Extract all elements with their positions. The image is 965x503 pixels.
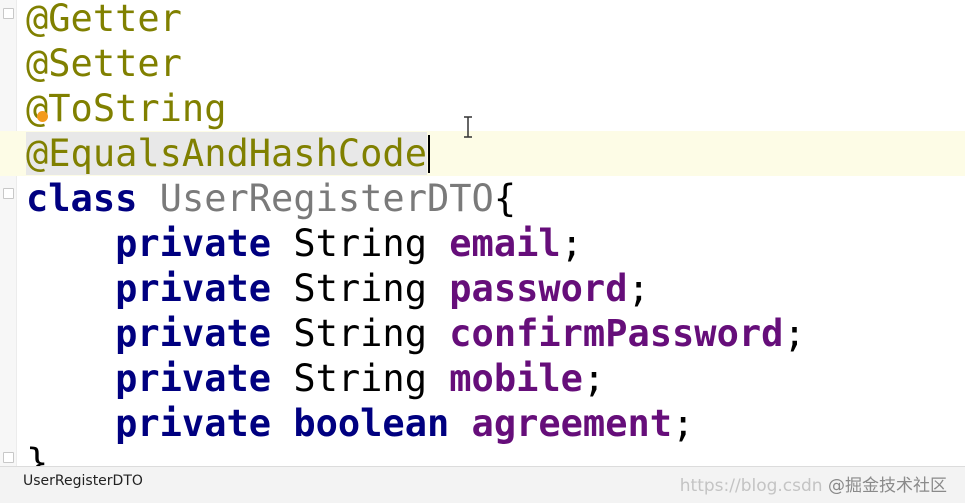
text-caret bbox=[427, 135, 430, 173]
modifier-keyword: private bbox=[115, 267, 272, 310]
field-declaration[interactable]: private String confirmPassword; bbox=[0, 311, 965, 356]
watermark-url: https://blog.csdn bbox=[679, 476, 823, 496]
field-type: String bbox=[293, 222, 427, 265]
annotation-equals-and-hashcode: @EqualsAndHashCode bbox=[26, 132, 427, 175]
fold-marker-icon[interactable] bbox=[3, 452, 14, 463]
class-keyword: class bbox=[26, 177, 138, 220]
field-type: boolean bbox=[293, 402, 450, 445]
fold-marker-icon[interactable] bbox=[3, 8, 14, 19]
modifier-keyword: private bbox=[115, 357, 272, 400]
code-line[interactable]: @Setter bbox=[0, 41, 965, 86]
field-declaration[interactable]: private String password; bbox=[0, 266, 965, 311]
field-name: confirmPassword bbox=[449, 312, 784, 355]
watermark-brand: @掘金技术社区 bbox=[828, 476, 947, 496]
field-name: password bbox=[449, 267, 628, 310]
editor-gutter bbox=[0, 0, 17, 466]
field-declaration[interactable]: private String mobile; bbox=[0, 356, 965, 401]
watermark: https://blog.csdn @掘金技术社区 bbox=[680, 471, 947, 496]
field-name: mobile bbox=[449, 357, 583, 400]
code-line[interactable]: @ToString bbox=[0, 86, 965, 131]
field-type: String bbox=[293, 357, 427, 400]
annotation-setter: @Setter bbox=[26, 42, 182, 85]
modifier-keyword: private bbox=[115, 402, 272, 445]
code-line[interactable]: @Getter bbox=[0, 0, 965, 41]
fold-marker-icon[interactable] bbox=[3, 188, 14, 199]
semicolon: ; bbox=[560, 222, 583, 265]
field-type: String bbox=[293, 312, 427, 355]
modifier-keyword: private bbox=[115, 222, 272, 265]
code-line[interactable]: } bbox=[0, 440, 965, 466]
field-name: email bbox=[449, 222, 561, 265]
annotation-getter: @Getter bbox=[26, 0, 182, 40]
intention-bulb-icon[interactable] bbox=[37, 111, 48, 122]
open-brace: { bbox=[493, 177, 517, 220]
code-editor[interactable]: @Getter @Setter @ToString @EqualsAndHash… bbox=[0, 0, 965, 466]
field-name: agreement bbox=[471, 402, 673, 445]
breadcrumb[interactable]: UserRegisterDTO bbox=[23, 473, 143, 489]
field-declaration[interactable]: private String email; bbox=[0, 221, 965, 266]
field-type: String bbox=[293, 267, 427, 310]
semicolon: ; bbox=[672, 402, 695, 445]
semicolon: ; bbox=[627, 267, 650, 310]
class-name: UserRegisterDTO bbox=[159, 177, 494, 220]
annotation-tostring: @ToString bbox=[26, 87, 227, 130]
semicolon: ; bbox=[582, 357, 606, 400]
semicolon: ; bbox=[783, 312, 806, 355]
status-bar: UserRegisterDTO https://blog.csdn @掘金技术社… bbox=[0, 466, 965, 503]
code-line[interactable]: class UserRegisterDTO{ bbox=[0, 176, 965, 221]
modifier-keyword: private bbox=[115, 312, 272, 355]
current-code-line[interactable]: @EqualsAndHashCode bbox=[0, 131, 965, 176]
close-brace: } bbox=[26, 441, 49, 466]
text-cursor-icon bbox=[464, 116, 472, 138]
field-declaration[interactable]: private boolean agreement; bbox=[0, 401, 965, 446]
